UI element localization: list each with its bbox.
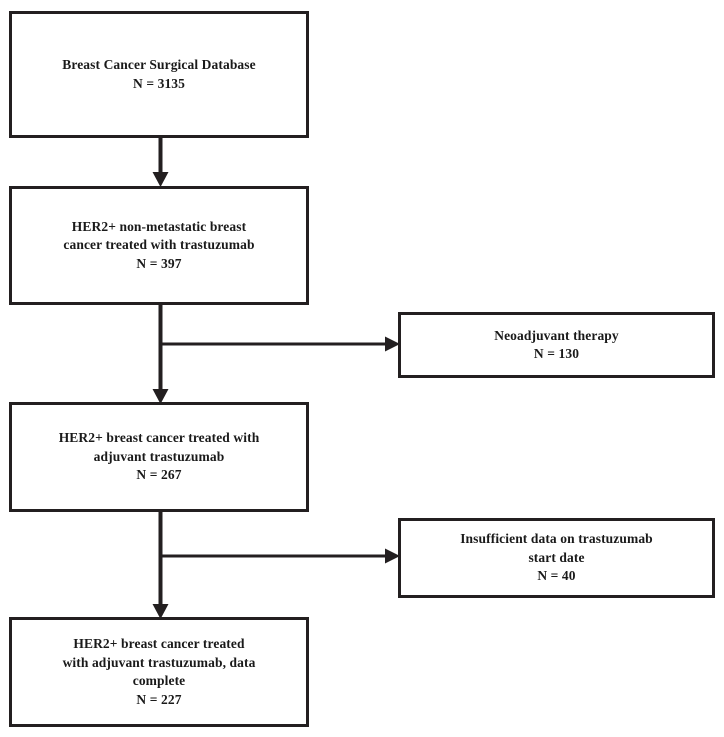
node-breast-cancer-surgical-database-label: Breast Cancer Surgical Database N = 3135 (62, 57, 256, 91)
connector-her2-branch-group (150, 303, 410, 407)
node-her2-adjuvant-trastuzumab-label: HER2+ breast cancer treated with adjuvan… (58, 430, 260, 483)
node-final-cohort: HER2+ breast cancer treated with adjuvan… (9, 617, 309, 727)
node-insufficient-data-excluded-label: Insufficient data on trastuzumab start d… (460, 531, 653, 584)
node-final-cohort-label: HER2+ breast cancer treated with adjuvan… (62, 636, 256, 707)
connector-database-to-her2 (150, 136, 174, 190)
node-her2-nonmetastatic-label: HER2+ non-metastatic breast cancer treat… (63, 218, 255, 271)
node-breast-cancer-surgical-database: Breast Cancer Surgical Database N = 3135 (9, 11, 309, 138)
node-her2-adjuvant-trastuzumab: HER2+ breast cancer treated with adjuvan… (9, 402, 309, 512)
connector-adjuvant-branch-group (150, 510, 410, 622)
node-her2-nonmetastatic: HER2+ non-metastatic breast cancer treat… (9, 186, 309, 305)
node-insufficient-data-excluded: Insufficient data on trastuzumab start d… (398, 518, 715, 598)
node-neoadjuvant-therapy-excluded-label: Neoadjuvant therapy N = 130 (494, 327, 619, 362)
node-neoadjuvant-therapy-excluded: Neoadjuvant therapy N = 130 (398, 312, 715, 378)
